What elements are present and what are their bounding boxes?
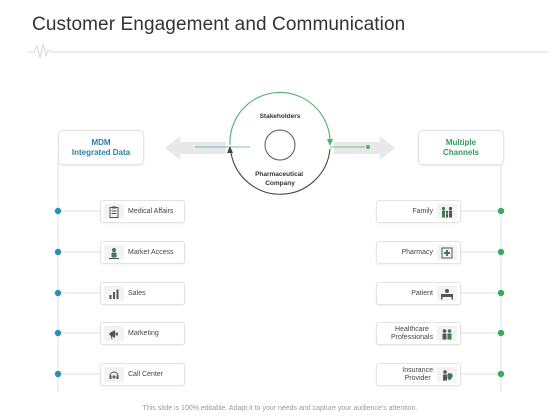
right-connectors	[459, 207, 505, 378]
right-item-label: Insurance Provider	[402, 366, 433, 382]
left-item-sales: Sales	[100, 282, 185, 305]
cycle-top-label: Stakeholders	[260, 113, 301, 120]
left-item-market-access: Market Access	[100, 241, 185, 264]
left-item-label: Medical Affairs	[128, 207, 174, 215]
right-item-label: Pharmacy	[401, 248, 433, 256]
footer-note: This slide is 100% editable. Adapt it to…	[142, 405, 418, 412]
bar-chart-icon	[104, 286, 124, 301]
left-arrow-shape	[165, 136, 226, 160]
doctors-icon	[437, 326, 457, 341]
title-underline	[28, 43, 548, 59]
cycle-bottom-label: Pharmaceutical Company	[255, 171, 305, 187]
cycle-bottom-label-line1: Pharmaceutical	[255, 171, 303, 178]
mdm-integrated-data-box: MDM Integrated Data	[58, 130, 144, 165]
left-item-label: Call Center	[128, 370, 164, 378]
multiple-channels-box: Multiple Channels	[418, 130, 504, 165]
link-dot-right	[366, 145, 370, 149]
cycle-top-arrowhead	[327, 139, 333, 146]
cycle-bottom-arc	[230, 148, 331, 195]
right-item-family: Family	[376, 200, 461, 223]
headset-icon	[104, 367, 124, 382]
left-item-label: Market Access	[128, 248, 174, 256]
clipboard-icon	[104, 204, 124, 219]
megaphone-icon	[104, 326, 124, 341]
patient-bed-icon	[437, 286, 457, 301]
right-item-label: Healthcare Professionals	[390, 325, 433, 341]
right-item-label: Family	[412, 207, 433, 215]
right-item-label: Patient	[411, 289, 433, 297]
insurance-icon	[437, 367, 457, 382]
left-connectors	[54, 207, 100, 378]
page-title: Customer Engagement and Communication	[32, 14, 406, 35]
pharmacy-cross-icon	[437, 245, 457, 260]
left-item-call-center: Call Center	[100, 363, 185, 386]
left-item-medical-affairs: Medical Affairs	[100, 200, 185, 223]
right-item-patient: Patient	[376, 282, 461, 305]
family-icon	[437, 204, 457, 219]
person-presenting-icon	[104, 245, 124, 260]
right-item-healthcare-professionals: Healthcare Professionals	[376, 322, 461, 345]
cycle-bottom-arrowhead	[227, 146, 233, 153]
cycle-bottom-label-line2: Company	[265, 180, 295, 187]
cycle-top-arc	[229, 91, 331, 146]
left-item-label: Marketing	[128, 329, 159, 337]
cycle-inner-circle	[264, 129, 296, 161]
left-item-label: Sales	[128, 289, 146, 297]
right-item-insurance-provider: Insurance Provider	[376, 363, 461, 386]
right-arrow-shape	[334, 136, 395, 160]
left-item-marketing: Marketing	[100, 322, 185, 345]
right-item-pharmacy: Pharmacy	[376, 241, 461, 264]
